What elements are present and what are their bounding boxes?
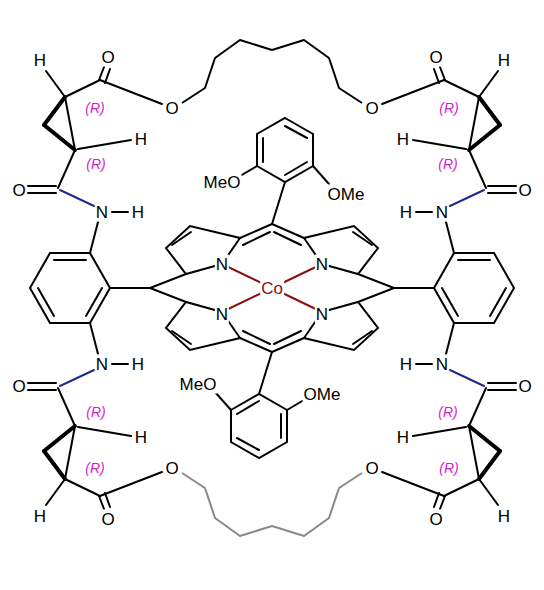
pyrrole <box>150 224 272 288</box>
stereo-descriptor: (R) <box>437 404 458 420</box>
atom-label: MeO <box>203 173 242 192</box>
atom-label: O <box>428 48 443 67</box>
stereo-descriptor: (R) <box>85 404 106 420</box>
atom-label: H <box>33 51 47 70</box>
atom-label: OMe <box>327 185 366 204</box>
atom-label: H <box>134 428 148 447</box>
stereo-descriptor: (R) <box>437 156 458 172</box>
atom-label: OMe <box>303 385 342 404</box>
pyrrole <box>150 288 272 352</box>
stereo-descriptor: (R) <box>85 156 106 172</box>
bottom-aryl <box>215 352 304 458</box>
atom-label: H <box>134 130 148 149</box>
atom-label: N <box>215 305 229 324</box>
atom-label: H <box>33 507 47 526</box>
atom-label: H <box>131 355 145 374</box>
left-half <box>28 67 162 509</box>
atom-label: H <box>497 51 511 70</box>
atom-label: O <box>100 48 115 67</box>
atom-label: O <box>517 377 532 396</box>
stereo-descriptor: (R) <box>84 460 105 476</box>
atom-label: N <box>435 355 449 374</box>
atom-label: O <box>364 459 379 478</box>
bond-stroke <box>182 40 272 103</box>
atom-label: H <box>399 203 413 222</box>
atom-label: MeO <box>179 375 218 394</box>
atom-label: O <box>364 99 379 118</box>
atom-label: N <box>95 355 109 374</box>
right-half <box>382 67 516 509</box>
atom-label: O <box>428 510 443 529</box>
stereo-descriptor: (R) <box>84 100 105 116</box>
top-linker <box>182 40 362 103</box>
atom-label: O <box>517 181 532 200</box>
atom-label: H <box>396 428 410 447</box>
atom-label: O <box>164 459 179 478</box>
atom-label: H <box>396 130 410 149</box>
atom-label: H <box>399 355 413 374</box>
atom-label: O <box>11 377 26 396</box>
pyrrole <box>272 288 394 352</box>
atom-label: N <box>315 255 329 274</box>
bond-stroke <box>272 473 362 536</box>
atom-label: N <box>315 305 329 324</box>
atom-label: N <box>95 203 109 222</box>
bottom-linker <box>182 473 362 536</box>
atom-label: O <box>100 510 115 529</box>
bond-stroke <box>182 473 272 536</box>
atom-label: H <box>131 203 145 222</box>
atom-label: H <box>497 507 511 526</box>
stereo-descriptor: (R) <box>438 460 459 476</box>
atom-label: O <box>11 181 26 200</box>
atom-label: N <box>435 203 449 222</box>
pyrrole <box>272 224 394 288</box>
metal-atom-label: Co <box>260 279 284 298</box>
stereo-descriptor: (R) <box>438 100 459 116</box>
atom-label: N <box>215 255 229 274</box>
atom-label: O <box>164 99 179 118</box>
top-aryl <box>240 118 329 224</box>
bond-stroke <box>272 40 362 103</box>
